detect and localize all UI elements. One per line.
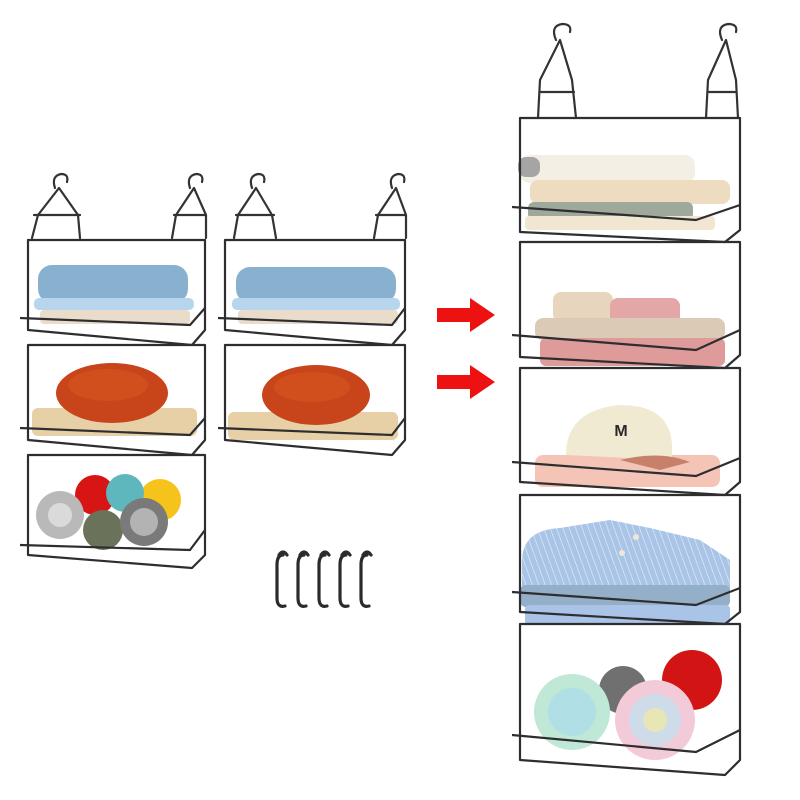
orange-beret [32,363,197,436]
s-hooks [275,550,373,608]
wire-basket [19,238,207,570]
folded-sweaters [518,155,730,230]
basket-unit-3-tier [19,172,208,570]
arrow-right-icon [437,365,495,399]
hanger-hook-icon [30,172,208,240]
wire-basket [511,116,742,777]
wire-basket [217,238,407,457]
hanger-hook-icon [232,172,408,240]
basket-unit-2-tier [217,172,408,457]
pink-beige-towels [535,292,725,366]
hanger-hook-icon [536,22,740,120]
striped-shirts [520,520,730,625]
orange-beret [228,365,398,440]
blue-towels [34,265,194,324]
yarn-balls [36,474,181,550]
basket-unit-5-tier: M [511,22,742,777]
yarn-balls [534,650,722,760]
arrow-right-icon [437,298,495,332]
cap-logo: M [614,423,627,440]
blue-towels [232,267,400,324]
